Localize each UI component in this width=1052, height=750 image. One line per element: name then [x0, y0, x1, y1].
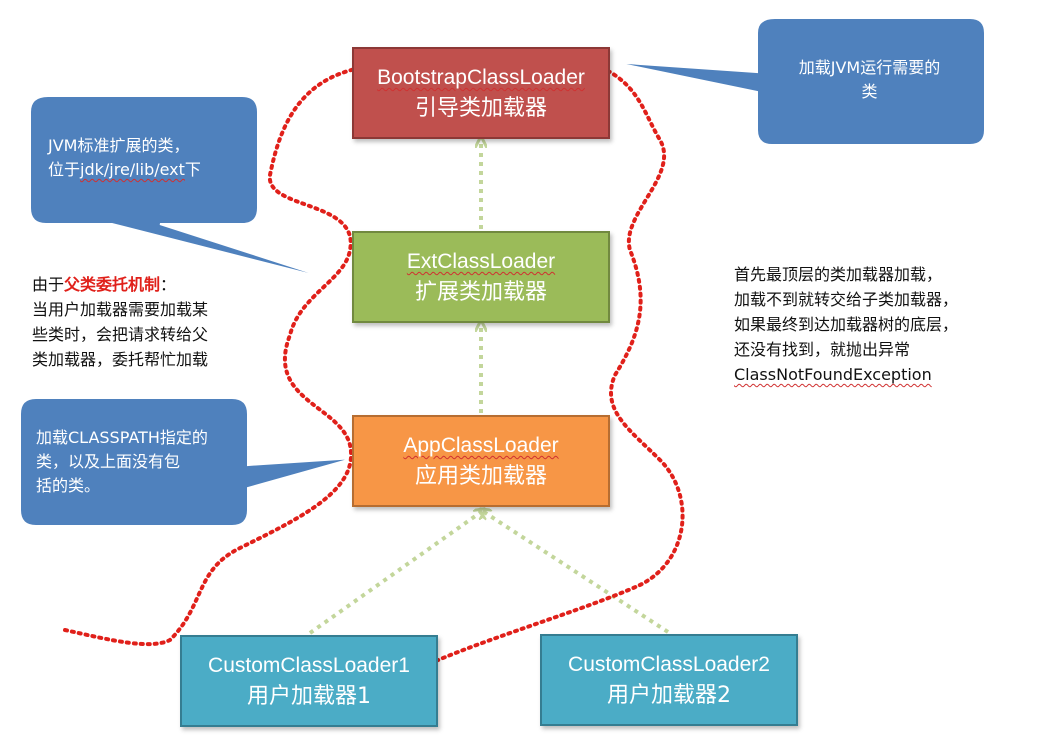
delegation-note-line1: 由于父类委托机制： — [32, 272, 272, 297]
loading-order-exception: ClassNotFoundException — [734, 365, 932, 384]
loading-order-line1: 首先最顶层的类加载器加载， — [734, 265, 943, 284]
callout-app-text: 加载CLASSPATH指定的 类，以及上面没有包 括的类。 — [36, 426, 236, 498]
callout-bootstrap-line1: 加载JVM运行需要的 — [798, 58, 941, 77]
arrow-custom2-to-app — [484, 512, 670, 634]
callout-ext-line2-prefix: 位于 — [48, 160, 81, 179]
callout-ext-line2-suffix: 下 — [184, 160, 201, 179]
bootstrap-zh-label: 引导类加载器 — [414, 96, 547, 121]
delegation-note-highlight: 父类委托机制 — [64, 275, 161, 294]
custom2-en-label: CustomClassLoader2 — [568, 653, 770, 676]
delegation-note-line4: 类加载器，委托帮忙加载 — [32, 350, 209, 369]
custom-classloader1-box: CustomClassLoader1 用户加载器1 — [180, 635, 438, 727]
delegation-note: 由于父类委托机制： 当用户加载器需要加载某 些类时，会把请求转给父 类加载器，委… — [32, 272, 272, 372]
app-zh-label: 应用类加载器 — [414, 464, 547, 489]
callout-ext-text: JVM标准扩展的类， 位于jdk/jre/lib/ext下 — [48, 134, 253, 182]
callout-app-line2: 类，以及上面没有包 — [36, 452, 181, 471]
loading-order-line4: 还没有找到，就抛出异常 — [734, 340, 911, 359]
custom-classloader2-box: CustomClassLoader2 用户加载器2 — [540, 634, 798, 726]
callout-ext-line2: 位于jdk/jre/lib/ext下 — [48, 158, 253, 182]
ext-classloader-box: ExtClassLoader 扩展类加载器 — [352, 231, 610, 323]
callout-app-line3: 括的类。 — [36, 476, 101, 495]
custom1-en-label: CustomClassLoader1 — [208, 654, 410, 677]
app-classloader-box: AppClassLoader 应用类加载器 — [352, 415, 610, 507]
callout-bubble-app — [19, 397, 356, 527]
callout-bubble-bootstrap — [611, 17, 986, 146]
bootstrap-en-label: BootstrapClassLoader — [377, 66, 585, 89]
loading-order-line3: 如果最终到达加载器树的底层， — [734, 315, 959, 334]
arrow-custom1-to-app — [308, 512, 481, 635]
loading-order-note: 首先最顶层的类加载器加载， 加载不到就转交给子类加载器， 如果最终到达加载器树的… — [734, 262, 1034, 387]
bootstrap-classloader-box: BootstrapClassLoader 引导类加载器 — [352, 47, 610, 139]
callout-app-line1: 加载CLASSPATH指定的 — [36, 428, 208, 447]
ext-zh-label: 扩展类加载器 — [414, 280, 547, 305]
callout-bootstrap-text: 加载JVM运行需要的 类 — [762, 56, 977, 104]
callout-ext-path: jdk/jre/lib/ext — [80, 160, 185, 179]
callout-ext-line1: JVM标准扩展的类， — [48, 136, 190, 155]
delegation-note-prefix: 由于 — [32, 275, 65, 294]
delegation-note-line2: 当用户加载器需要加载某 — [32, 300, 209, 319]
callout-bootstrap-line2: 类 — [861, 82, 878, 101]
custom1-zh-label: 用户加载器1 — [247, 684, 371, 709]
app-en-label: AppClassLoader — [403, 434, 559, 457]
ext-en-label: ExtClassLoader — [406, 250, 556, 273]
loading-order-line2: 加载不到就转交给子类加载器， — [734, 290, 959, 309]
delegation-note-line3: 些类时，会把请求转给父 — [32, 325, 209, 344]
delegation-note-colon: ： — [160, 275, 177, 294]
callout-bubble-ext — [29, 95, 341, 283]
custom2-zh-label: 用户加载器2 — [607, 683, 731, 708]
